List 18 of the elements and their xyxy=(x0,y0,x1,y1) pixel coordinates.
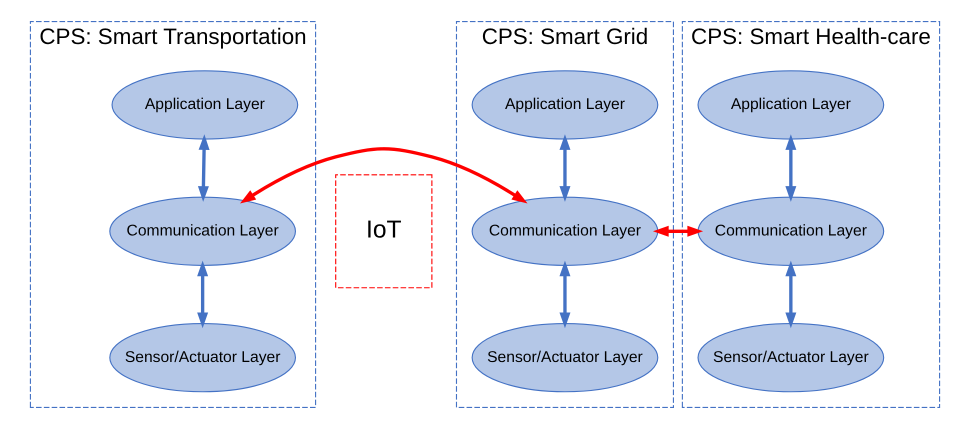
arrow xyxy=(784,260,796,328)
node-ellipse: Sensor/Actuator Layer xyxy=(471,322,658,392)
arrow xyxy=(196,260,208,328)
arrow xyxy=(784,134,796,202)
node-ellipse: Sensor/Actuator Layer xyxy=(108,322,296,392)
node-box: IoT xyxy=(334,174,432,288)
arrow xyxy=(240,147,528,204)
arrow xyxy=(652,226,703,237)
node-ellipse: Communication Layer xyxy=(471,196,658,266)
node-ellipse: Communication Layer xyxy=(696,196,884,266)
node-ellipse: Communication Layer xyxy=(108,196,296,266)
arrow xyxy=(558,260,570,328)
node-ellipse: Application Layer xyxy=(696,70,884,140)
node-ellipse: Sensor/Actuator Layer xyxy=(696,322,884,392)
node-ellipse: Application Layer xyxy=(111,70,298,140)
arrow xyxy=(197,134,210,202)
arrow xyxy=(558,134,570,202)
node-ellipse: Application Layer xyxy=(471,70,658,140)
